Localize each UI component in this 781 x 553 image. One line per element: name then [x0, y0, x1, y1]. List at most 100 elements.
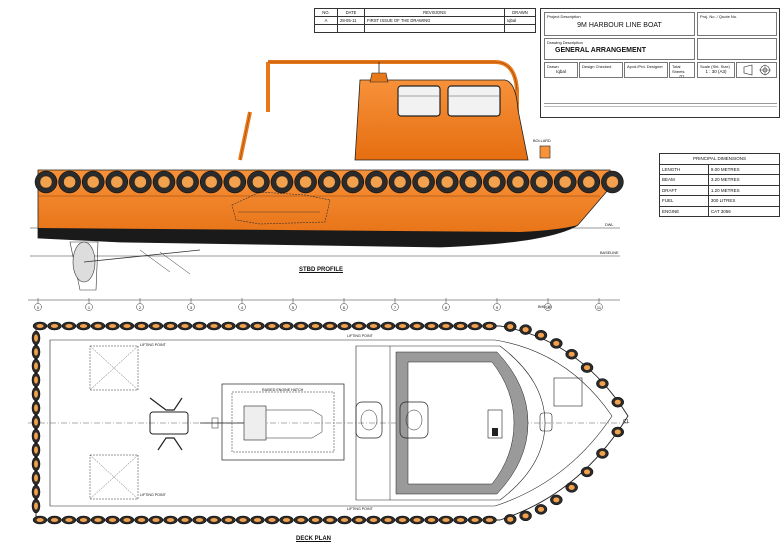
fender-tire-hole: [346, 175, 360, 189]
fender-tire-hole: [598, 380, 606, 387]
fender-tire-hole: [166, 517, 175, 523]
fender-tire-hole: [583, 468, 591, 475]
fender-tire-hole: [253, 323, 262, 329]
fender-tire-hole: [151, 517, 161, 523]
fender-tire-hole: [137, 323, 146, 329]
fender-tire-hole: [614, 399, 622, 406]
fender-tire-hole: [427, 517, 436, 523]
fender-tire-hole: [39, 175, 53, 189]
frame-number: 3: [189, 304, 193, 310]
fender-tire-hole: [33, 333, 39, 343]
fender-tire-hole: [606, 175, 619, 189]
fender-tire-hole: [440, 175, 454, 189]
dim-value: 3.20 METRES: [707, 174, 781, 186]
frame-number: 7: [393, 304, 397, 310]
bhd-label: BHD 10: [538, 305, 552, 309]
fender-tire-hole: [166, 323, 175, 329]
fender-tire-hole: [79, 323, 88, 329]
frame-marker: [391, 303, 399, 311]
fender-tire-hole: [252, 175, 265, 189]
fender-tire-hole: [33, 459, 39, 469]
fender-tire-hole: [275, 175, 289, 189]
fender-tire-hole: [35, 323, 45, 329]
fender-tire-hole: [398, 517, 407, 523]
seat-hatch: [355, 401, 383, 439]
fender-tire-hole: [93, 517, 103, 523]
scale-cell: Scale (Sht. Size) 1 : 30 (A3): [697, 62, 735, 78]
bow-bollard: [539, 412, 553, 432]
dim-value: 1.20 METRES: [707, 184, 781, 196]
seat-hatch: [399, 401, 429, 439]
proj-no-label: Proj. No. / Quote No.: [700, 14, 738, 19]
centerline-label: CL: [623, 419, 630, 425]
fender-tire-hole: [470, 323, 480, 329]
fender-tire-hole: [238, 323, 248, 329]
fender-tire-hole: [614, 429, 622, 435]
fender-tire-hole: [535, 175, 548, 189]
profile-title: STBD PROFILE: [299, 267, 344, 273]
frame-marker: [340, 303, 348, 311]
drawn-value: Iqbal: [556, 69, 566, 74]
frame-marker: [238, 303, 246, 311]
fender-tire-hole: [598, 450, 606, 457]
drawing-title: GENERAL ARRANGEMENT: [555, 47, 647, 54]
fender-tire-hole: [79, 517, 88, 523]
fender-tire-hole: [412, 323, 422, 329]
exhaust-stack: [369, 72, 389, 83]
fender-tire-hole: [108, 517, 117, 523]
fender-tire-hole: [267, 323, 277, 329]
fender-tire-hole: [456, 323, 465, 329]
fender-tire-hole: [180, 517, 190, 523]
frame-number: 0: [36, 304, 40, 310]
dim-value: CAT 3056: [707, 205, 781, 217]
fender-tire-hole: [64, 517, 74, 523]
total-sheets-value: 01: [679, 74, 685, 78]
fender-tire-hole: [157, 175, 171, 189]
apvd-label: Apvd./Prd. Designer: [627, 64, 663, 69]
fender-tire-hole: [134, 175, 147, 189]
fender-tire-hole: [369, 517, 378, 523]
frame-marker: [289, 303, 297, 311]
fender-tire-hole: [441, 323, 451, 329]
fender-tire-hole: [511, 175, 525, 189]
fender-tire-hole: [583, 364, 591, 371]
deck-inner-outline: [49, 339, 613, 507]
projection-symbol-icon: [743, 64, 771, 76]
fender-tire-hole: [33, 473, 39, 483]
fender-tire-hole: [33, 347, 39, 357]
fender-tire-hole: [86, 175, 100, 189]
fender-tire-hole: [325, 517, 335, 523]
fender-tire-hole: [552, 496, 560, 503]
fender-tire-hole: [568, 484, 576, 491]
total-sheets-cell: Total Sheets 01: [669, 62, 695, 78]
design-checked-label: Design Checked: [582, 64, 612, 69]
cabin-window: [397, 85, 441, 117]
fender-tire-hole: [558, 175, 572, 189]
project-name: 9M HARBOUR LINE BOAT: [577, 22, 662, 29]
fender-tire-hole: [582, 175, 596, 189]
dim-value: 9.00 METRES: [707, 163, 781, 175]
deck-plan-title: DECK PLAN: [296, 536, 332, 542]
frame-marker: [85, 303, 93, 311]
fender-tire-hole: [224, 517, 233, 523]
fender-tire-hole: [33, 361, 39, 371]
drawing-desc-label: Drawing Description: [547, 40, 583, 45]
frame-number: 11: [596, 304, 602, 310]
frame-marker: [493, 303, 501, 311]
frame-number: 6: [342, 304, 346, 310]
fender-tire-hole: [224, 323, 233, 329]
design-checked-cell: Design Checked: [579, 62, 623, 78]
fender-tire-hole: [383, 323, 393, 329]
fender-tire-hole: [33, 487, 39, 497]
lifting-point-label: LIFTING POINT: [140, 343, 166, 347]
fender-tire-hole: [488, 175, 501, 189]
helm-console: [487, 409, 503, 439]
fender-tire-hole: [209, 517, 219, 523]
wheelhouse-plan: [355, 345, 546, 501]
fender-tire-hole: [195, 323, 204, 329]
fender-tire-hole: [110, 175, 124, 189]
frame-marker: [442, 303, 450, 311]
fender-tire-hole: [354, 323, 364, 329]
